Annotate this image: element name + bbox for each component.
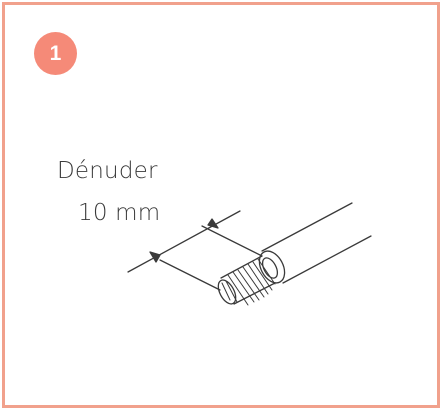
conductor-tip bbox=[217, 279, 237, 305]
conductor-top-line bbox=[220, 255, 263, 279]
dimension-arrow-left bbox=[149, 251, 161, 263]
dimension-extension-left bbox=[159, 259, 221, 291]
dimension-line bbox=[127, 210, 241, 273]
instruction-card: 1 bbox=[2, 2, 440, 408]
strip-length-label: 10 mm bbox=[78, 200, 161, 226]
cable-jacket-cut-end bbox=[258, 250, 286, 284]
dimension-arrow-right bbox=[207, 218, 219, 229]
strip-label: Dénuder bbox=[57, 158, 158, 184]
dimension-extension-right bbox=[201, 225, 263, 257]
cable-jacket-inner-ring bbox=[261, 257, 279, 279]
conductor-strands bbox=[221, 258, 276, 306]
cable-jacket-top-line bbox=[261, 202, 353, 252]
step-number-badge: 1 bbox=[34, 32, 77, 75]
cable-jacket-bottom-line bbox=[282, 235, 372, 284]
